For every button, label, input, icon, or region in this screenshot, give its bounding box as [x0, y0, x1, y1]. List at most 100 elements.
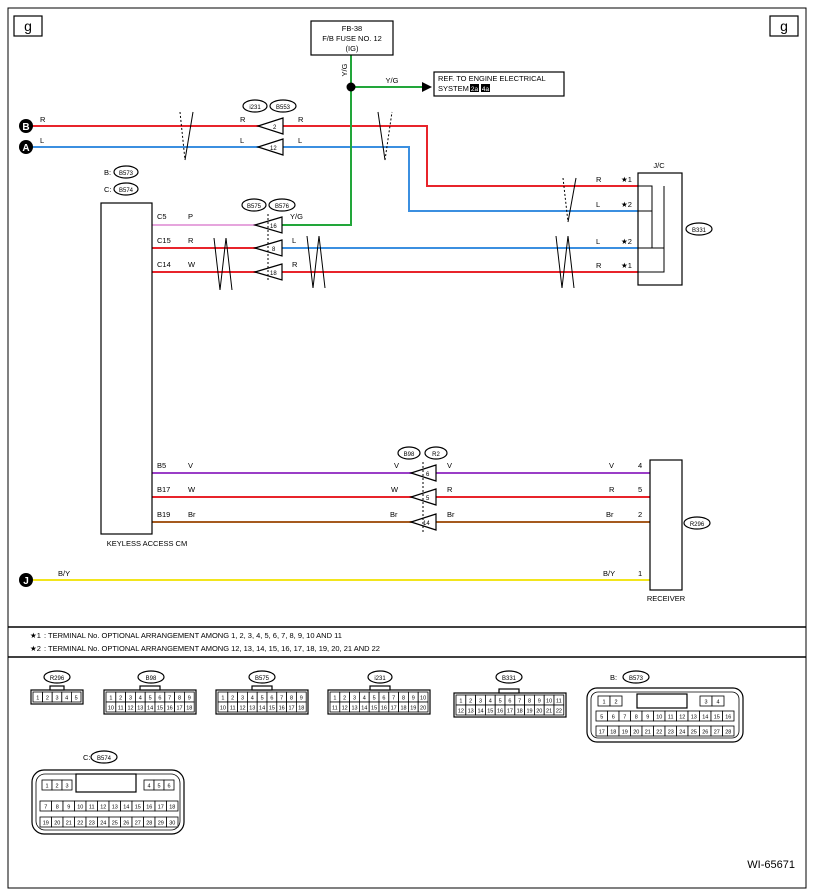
pin-number: 18: [517, 709, 523, 715]
pin-number: 24: [100, 821, 106, 827]
pin-number: 18: [186, 706, 192, 712]
pin-cell: [166, 800, 179, 812]
ref-tag2-bg: [481, 84, 490, 92]
lbl-by-j: B/Y: [58, 569, 70, 578]
lbl-term-4: 4: [638, 461, 642, 470]
pin-number: 6: [158, 696, 161, 702]
pin-number: 21: [66, 821, 72, 827]
pin-number: 27: [135, 821, 141, 827]
pin-number: 8: [635, 715, 638, 721]
lbl-br-cm: Br: [188, 510, 196, 519]
pin-number: 20: [420, 706, 426, 712]
pin-number: 13: [112, 805, 118, 811]
pin-number: 13: [351, 706, 357, 712]
note1-mark: ★1: [30, 631, 41, 640]
pin-number: 23: [89, 821, 95, 827]
pin-number: 6: [508, 699, 511, 705]
pin-number: 28: [725, 730, 731, 736]
pinout-tag-r296: R296: [50, 676, 65, 682]
pin-number: 20: [536, 709, 542, 715]
pin-number: 15: [487, 709, 493, 715]
pin-number: 11: [118, 706, 124, 712]
pin-number: 12: [100, 805, 106, 811]
lbl-b5: B5: [157, 461, 166, 470]
pin-number: 12: [239, 706, 245, 712]
pin-number: 15: [135, 805, 141, 811]
pin-number: 13: [137, 706, 143, 712]
pin-number: 1: [109, 696, 112, 702]
pin-number: 5: [373, 696, 376, 702]
pin-number: 7: [44, 805, 47, 811]
tag-b98: B98: [404, 452, 415, 458]
pin-number: 16: [279, 706, 285, 712]
pin-number: 9: [67, 805, 70, 811]
pin-number: 15: [371, 706, 377, 712]
pin-number: 24: [679, 730, 685, 736]
page-marker-right-box: [769, 15, 799, 37]
lbl-r-mid: R: [292, 260, 298, 269]
pin-number: 10: [220, 706, 226, 712]
pin-number: 8: [528, 699, 531, 705]
node-a-label: A: [22, 143, 29, 154]
lbl-br-r2: Br: [447, 510, 455, 519]
pin-number: 23: [668, 730, 674, 736]
joint-connector: [637, 172, 683, 286]
splice-point: [346, 82, 356, 92]
lbl-r-rec: R: [609, 485, 615, 494]
pin-number: 15: [157, 706, 163, 712]
pin-number: 26: [123, 821, 129, 827]
lbl-v-rec: V: [609, 461, 614, 470]
pin-number: 8: [402, 696, 405, 702]
page-marker-right: g: [780, 18, 788, 34]
pin-number: 16: [167, 706, 173, 712]
lbl-br-rec: Br: [606, 510, 614, 519]
pinout-tag-b574: B574: [97, 756, 112, 762]
tag-r296: R296: [690, 522, 705, 528]
tag-r2: R2: [432, 452, 440, 458]
jc-bridge-bottom: [638, 248, 665, 273]
lbl-term-5: 5: [638, 485, 642, 494]
pin-number: 19: [43, 821, 49, 827]
pin-number: 29: [158, 821, 164, 827]
lbl-r-r2: R: [447, 485, 453, 494]
pin-number: 4: [65, 696, 68, 702]
pin-cell: [295, 701, 307, 713]
wire-label-yg-ref: Y/G: [386, 76, 399, 85]
pin-number: 16: [381, 706, 387, 712]
pin-number: 2: [469, 699, 472, 705]
tag-b553: B553: [276, 105, 291, 111]
lbl-yg-b576: Y/G: [290, 212, 303, 221]
pin-14: 14: [423, 521, 430, 527]
pin-number: 6: [612, 715, 615, 721]
lbl-l-jc2: L: [596, 200, 600, 209]
keyless-access-cm: [100, 202, 153, 535]
prefix-c: C:: [104, 185, 112, 194]
pin-number: 11: [89, 805, 95, 811]
lbl-r-b: R: [40, 115, 46, 124]
pin-number: 22: [656, 730, 662, 736]
lbl-c15: C15: [157, 236, 171, 245]
lbl-r-jc1: R: [596, 175, 602, 184]
ref-tag1: 2a: [471, 86, 479, 93]
pin-number: 6: [382, 696, 385, 702]
inline-connectors: [252, 117, 437, 532]
tag-b574: B574: [119, 188, 134, 194]
pin-number: 1: [36, 696, 39, 702]
pin-number: 4: [251, 696, 254, 702]
node-b: [19, 119, 33, 133]
tag-i231: i231: [249, 105, 261, 111]
pin-number: 14: [259, 706, 265, 712]
pin-number: 16: [497, 709, 503, 715]
pin-number: 28: [146, 821, 152, 827]
jc-label: J/C: [653, 161, 665, 170]
pin-cell: [163, 779, 175, 791]
pin-number: 3: [65, 784, 68, 790]
pin-number: 25: [691, 730, 697, 736]
pin-cell: [722, 710, 735, 722]
lbl-term-2: 2: [638, 510, 642, 519]
pin-number: 5: [75, 696, 78, 702]
pin-number: 11: [230, 706, 236, 712]
pin-number: 15: [714, 715, 720, 721]
tag-b576: B576: [275, 204, 290, 210]
